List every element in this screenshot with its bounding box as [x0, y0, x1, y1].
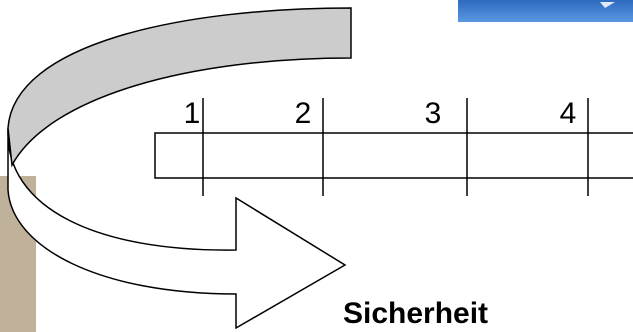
timeline-label-1: 1 [184, 97, 201, 130]
curved-arrow-body [7, 127, 347, 330]
timeline-bar [154, 98, 633, 196]
curved-arrow-band [7, 7, 352, 168]
timeline-label-2: 2 [295, 97, 312, 130]
timeline-label-3: 3 [425, 97, 442, 130]
corner-decoration-blue [458, 0, 633, 22]
caption-sicherheit: Sicherheit [343, 297, 488, 330]
timeline-label-4: 4 [560, 97, 577, 130]
